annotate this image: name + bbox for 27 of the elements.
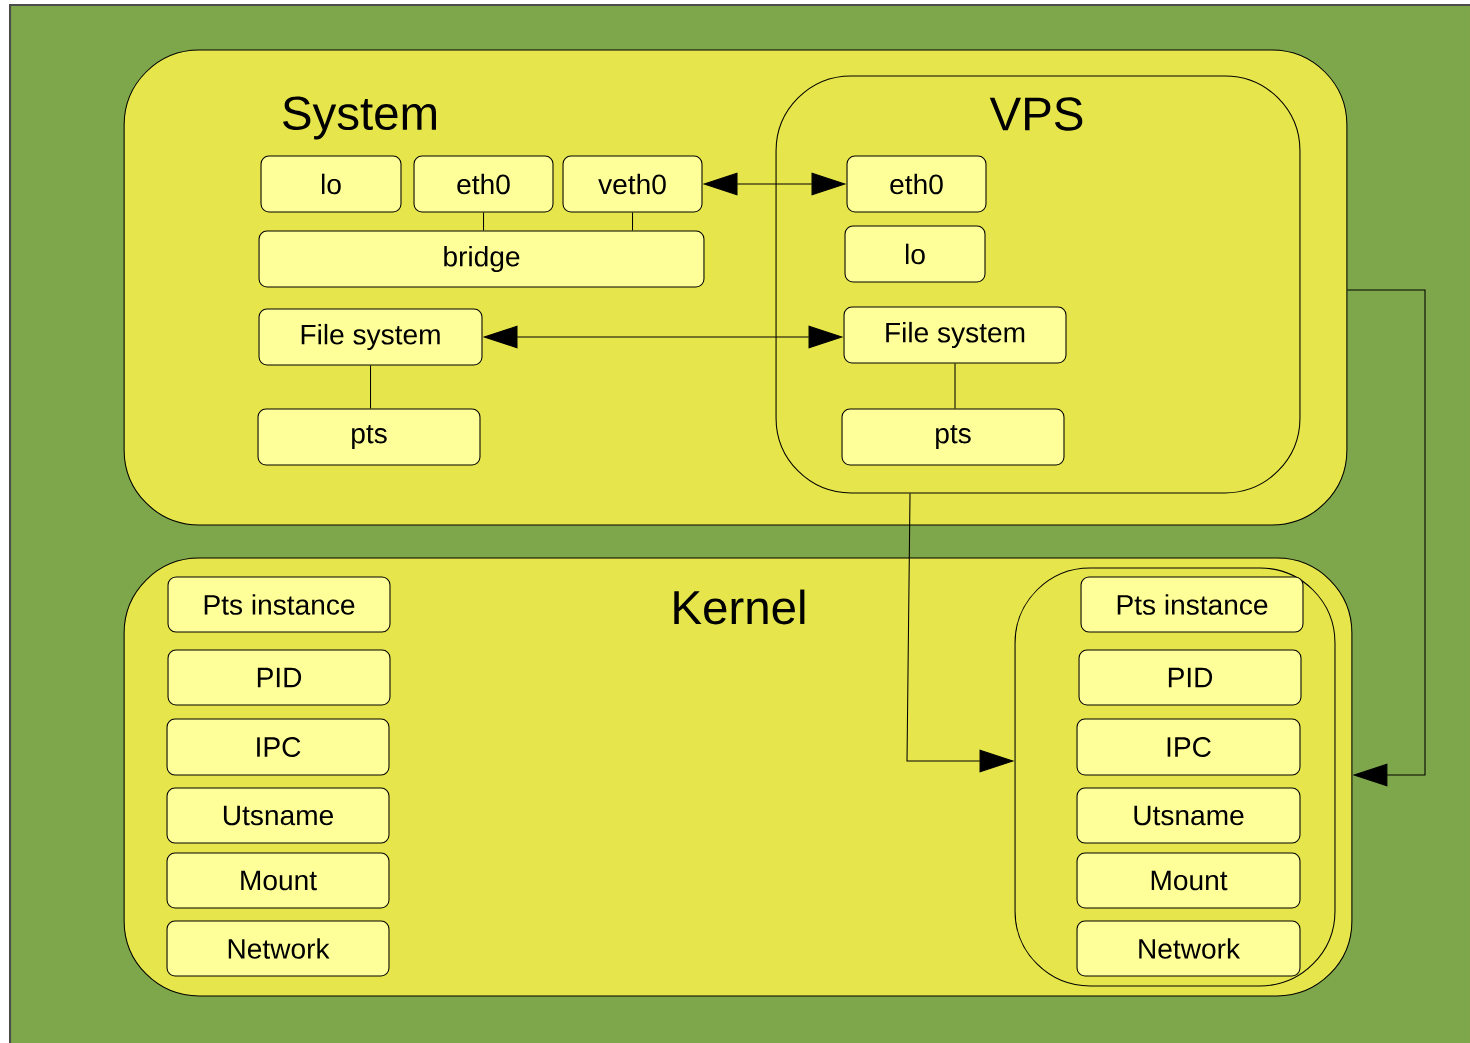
label-box: IPC [1076, 718, 1301, 776]
label-box: eth0 [413, 155, 554, 213]
label-box: veth0 [562, 155, 703, 213]
label-box: Pts instance [1080, 576, 1304, 633]
label-box: Network [1076, 920, 1301, 977]
connector-line [954, 363, 956, 409]
label-box: lo [260, 155, 402, 213]
label-box: Mount [166, 852, 390, 909]
label-box: pts [841, 408, 1065, 466]
label-box: Pts instance [167, 576, 391, 633]
label-box: PID [1078, 649, 1302, 706]
label-box: lo [844, 225, 986, 283]
connector-line [632, 212, 634, 231]
label-box: eth0 [846, 155, 987, 213]
connector-line [370, 365, 372, 409]
label-box: IPC [166, 718, 390, 776]
label-box: File system [843, 306, 1067, 364]
label-box: Utsname [166, 787, 390, 844]
label-box: pts [257, 408, 481, 466]
label-box: Utsname [1076, 787, 1301, 844]
label-box: Network [166, 920, 390, 977]
label-box: PID [167, 649, 391, 706]
connector-line [483, 212, 485, 231]
label-box: Mount [1076, 852, 1301, 909]
label-box: bridge [258, 230, 705, 288]
label-box: File system [258, 308, 483, 366]
arrow [1346, 289, 1426, 787]
